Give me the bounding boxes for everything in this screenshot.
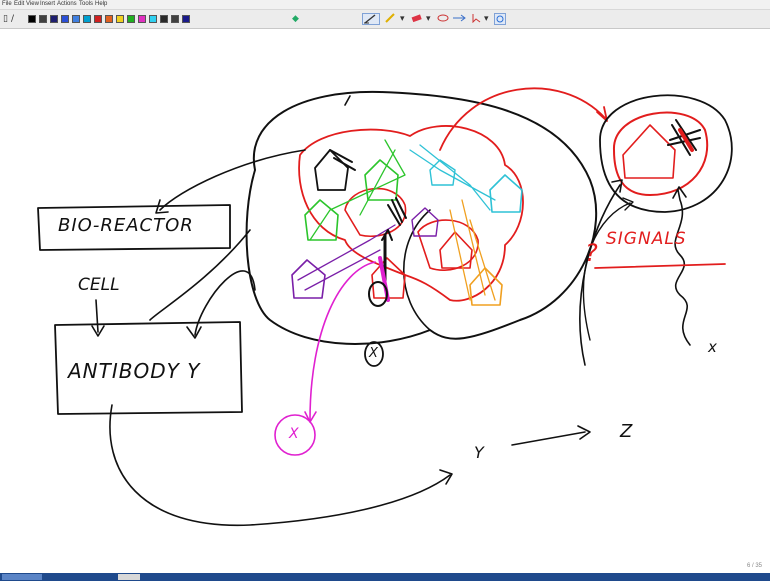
circled-x-pink: X bbox=[289, 426, 299, 442]
whiteboard-canvas[interactable]: BIO-REACTOR CELL ANTIBODY Y ? SIGNALS X … bbox=[0, 29, 770, 573]
menu-tools[interactable]: Tools bbox=[79, 1, 94, 7]
lasso-icon[interactable] bbox=[436, 13, 450, 25]
menu-edit[interactable]: Edit bbox=[14, 1, 25, 7]
page-number: 6 / 35 bbox=[746, 563, 762, 569]
menu-insert[interactable]: Insert bbox=[40, 1, 56, 7]
color-swatch[interactable] bbox=[171, 15, 179, 23]
color-swatch[interactable] bbox=[94, 15, 102, 23]
chevron-down-icon[interactable]: ▾ bbox=[400, 14, 405, 24]
color-swatch[interactable] bbox=[28, 15, 36, 23]
question-mark: ? bbox=[585, 239, 598, 267]
menu-view[interactable]: View bbox=[26, 1, 39, 7]
eraser-icon[interactable] bbox=[410, 13, 424, 25]
eraser-quick-icon[interactable]: ◆ bbox=[292, 14, 299, 24]
ink-drawing bbox=[37, 87, 733, 526]
color-swatch[interactable] bbox=[50, 15, 58, 23]
color-swatch[interactable] bbox=[182, 15, 190, 23]
circled-x-black: X bbox=[369, 346, 378, 361]
color-swatch[interactable] bbox=[39, 15, 47, 23]
x-label: x bbox=[708, 338, 717, 356]
pen-icon[interactable] bbox=[362, 13, 380, 25]
pen-quick-icon[interactable]: ∕ bbox=[11, 14, 15, 24]
color-swatch[interactable] bbox=[127, 15, 135, 23]
taskbar-item[interactable] bbox=[118, 574, 140, 580]
color-swatch[interactable] bbox=[116, 15, 124, 23]
menu-actions[interactable]: Actions bbox=[57, 1, 77, 7]
color-swatch[interactable] bbox=[83, 15, 91, 23]
cell-outline bbox=[245, 90, 598, 345]
color-swatch[interactable] bbox=[105, 15, 113, 23]
color-swatch[interactable] bbox=[160, 15, 168, 23]
taskbar bbox=[0, 573, 770, 581]
menu-file[interactable]: File bbox=[2, 1, 12, 7]
cell-label: CELL bbox=[78, 275, 120, 295]
chevron-down-icon[interactable]: ▾ bbox=[484, 14, 489, 24]
color-swatch[interactable] bbox=[72, 15, 80, 23]
start-button[interactable] bbox=[2, 574, 42, 580]
menu-help[interactable]: Help bbox=[95, 1, 108, 7]
highlighter-icon[interactable] bbox=[384, 13, 398, 25]
bioreactor-label: BIO-REACTOR bbox=[58, 215, 194, 236]
toolbar: ▯ ∕ ◆ ▾ ▾ ▾ bbox=[0, 10, 770, 29]
color-swatch[interactable] bbox=[61, 15, 69, 23]
insert-space-icon[interactable] bbox=[452, 13, 466, 25]
antibody-label: ANTIBODY Y bbox=[68, 359, 201, 383]
color-swatch[interactable] bbox=[138, 15, 146, 23]
page-icon[interactable]: ▯ bbox=[3, 14, 8, 24]
select-icon[interactable] bbox=[470, 13, 484, 25]
color-swatch[interactable] bbox=[149, 15, 157, 23]
zoom-icon[interactable] bbox=[494, 13, 506, 25]
menu-bar: File Edit View Insert Actions Tools Help bbox=[0, 0, 770, 10]
chevron-down-icon[interactable]: ▾ bbox=[426, 14, 431, 24]
z-label: Z bbox=[620, 421, 633, 442]
y-label: Y bbox=[474, 443, 484, 462]
signals-label: SIGNALS bbox=[606, 229, 687, 249]
